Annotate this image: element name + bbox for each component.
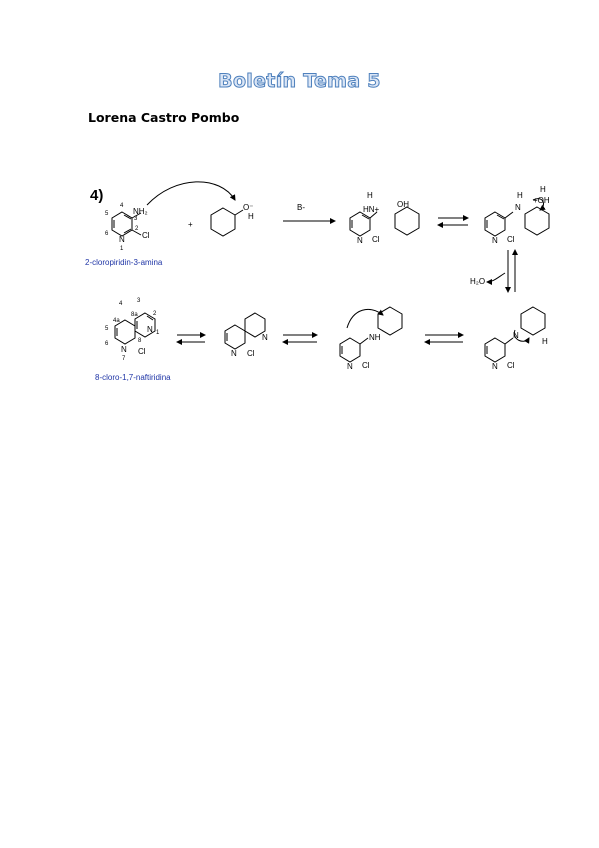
n-label-6: N: [231, 349, 237, 358]
equilibrium-arrow-3: [282, 332, 318, 345]
cl-label-3: Cl: [507, 235, 515, 244]
final-number-1: 1: [156, 330, 160, 336]
final-number-8a: 8a: [131, 312, 138, 318]
cl-label-5: Cl: [247, 349, 255, 358]
n-label-2: N: [357, 236, 363, 245]
equilibrium-arrow-4: [424, 332, 464, 345]
document-title: Boletín Tema 5: [218, 70, 381, 93]
plus-sign: +: [188, 220, 193, 229]
problem-label: 4): [90, 187, 103, 204]
reagent-water: H₂O: [470, 277, 485, 286]
cl-label-6: Cl: [362, 361, 370, 370]
ring-number-5: 5: [105, 211, 109, 217]
final-number-8: 8: [138, 338, 142, 344]
h-label-1: H: [367, 191, 373, 200]
final-number-3: 3: [137, 298, 141, 304]
h-label-2: H: [517, 191, 523, 200]
reaction-scheme: 4) NH₂ Cl N 4 5 3 6 2 1 2-cloropiridin-3…: [85, 181, 550, 382]
n-label-5: N: [262, 333, 268, 342]
n-label-3: N: [515, 203, 521, 212]
ring-number-2: 2: [135, 226, 139, 232]
cl-label-final: Cl: [138, 347, 146, 356]
final-number-4a: 4a: [113, 318, 120, 324]
cl-label-2: Cl: [372, 235, 380, 244]
equilibrium-arrow-1: [437, 215, 469, 228]
nh2-label: NH₂: [133, 207, 148, 216]
final-number-5: 5: [105, 326, 109, 332]
ring-number-3: 3: [134, 216, 138, 222]
final-number-4: 4: [119, 301, 123, 307]
author-name: Lorena Castro Pombo: [88, 110, 240, 125]
cyclohexanone-structure: [210, 207, 244, 237]
ring-number-6: 6: [105, 231, 109, 237]
final-number-7: 7: [122, 356, 126, 362]
intermediate-5-structure: [224, 312, 266, 350]
compound-final-structure: [114, 312, 156, 345]
h-label-4: H: [542, 337, 548, 346]
ring-number-1: 1: [120, 246, 124, 252]
n-label-8: N: [513, 331, 519, 340]
n-label: N: [119, 235, 125, 244]
final-number-6: 6: [105, 341, 109, 347]
n-label-final-7: N: [121, 345, 127, 354]
hn-plus-label: HN+: [363, 205, 380, 214]
compound-start-name: 2-cloropiridin-3-amina: [85, 258, 163, 267]
o-minus-label: O⁻: [243, 203, 253, 212]
final-number-2: 2: [153, 311, 157, 317]
oh-label: OH: [397, 200, 409, 209]
equilibrium-arrow-2: [176, 332, 206, 345]
n-label-4: N: [492, 236, 498, 245]
intermediate-4-structure: [339, 306, 403, 363]
intermediate-1-structure: [349, 206, 420, 237]
plus-oh-label: +OH: [533, 196, 550, 205]
compound-start-structure: [111, 181, 236, 237]
equilibrium-arrow-vertical: [486, 249, 518, 293]
n-label-final-1: N: [147, 325, 153, 334]
cl-label-7: Cl: [507, 361, 515, 370]
h-label-3: H: [540, 185, 546, 194]
nh-label: NH: [369, 333, 381, 342]
cl-label: Cl: [142, 231, 150, 240]
reagent-base: B-: [297, 203, 305, 212]
n-label-9: N: [492, 362, 498, 371]
intermediate-2-structure: [484, 198, 550, 237]
n-label-7: N: [347, 362, 353, 371]
intermediate-3-structure: [484, 306, 546, 363]
compound-final-name: 8-cloro-1,7-naftiridina: [95, 373, 171, 382]
h-label-aldehyde: H: [248, 212, 254, 221]
ring-number-4: 4: [120, 203, 124, 209]
